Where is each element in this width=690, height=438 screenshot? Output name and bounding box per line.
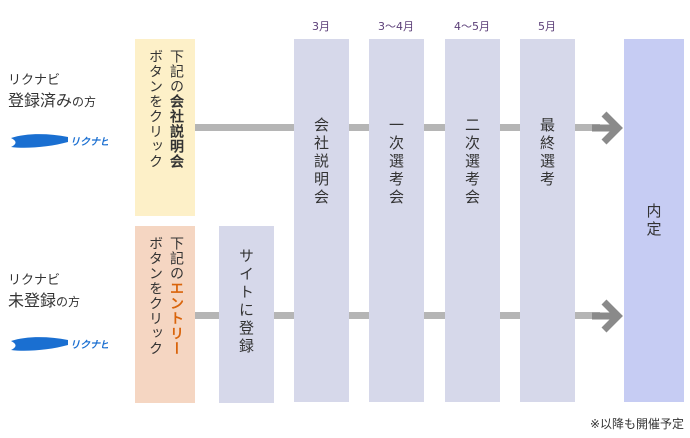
- svg-text:リクナビ: リクナビ: [70, 136, 108, 148]
- step-first-selection: 一次選考会: [369, 39, 424, 402]
- row-label-line1: リクナビ: [8, 273, 61, 288]
- rikunabi-logo: リクナビ: [11, 134, 108, 148]
- month-label: 3月: [312, 20, 330, 33]
- footnote: ※以降も開催予定: [589, 417, 684, 431]
- arrow-right-icon: [592, 299, 623, 333]
- instruction-highlight: エントリー: [168, 281, 184, 356]
- month-label: 5月: [538, 20, 556, 33]
- step-label: 最終選考: [538, 117, 556, 189]
- rikunabi-logo: リクナビ: [11, 337, 108, 351]
- row-label-main: 未登録の方: [8, 291, 81, 310]
- instruction-text: 下記のエントリーボタンをクリック: [147, 236, 184, 356]
- step-job-offer: 内定: [624, 39, 684, 402]
- instruction-text: 下記の会社説明会ボタンをクリック: [147, 49, 184, 169]
- step-label: 会社説明会: [312, 117, 330, 207]
- row-label-unregistered: リクナビ 未登録の方: [8, 272, 80, 313]
- row-label-line1: リクナビ: [8, 73, 61, 88]
- instruction-box-entry[interactable]: 下記のエントリーボタンをクリック: [135, 226, 195, 403]
- step-second-selection: 二次選考会: [445, 39, 500, 402]
- month-label: 3〜4月: [378, 20, 414, 33]
- step-label: サイトに登録: [237, 248, 255, 356]
- instruction-box-seminar[interactable]: 下記の会社説明会ボタンをクリック: [135, 39, 195, 216]
- row-label-registered: リクナビ 登録済みの方: [8, 72, 96, 113]
- step-site-register: サイトに登録: [219, 226, 274, 403]
- arrow-right-icon: [592, 111, 623, 145]
- step-final-selection: 最終選考: [520, 39, 575, 402]
- row-label-main: 登録済みの方: [8, 91, 97, 110]
- step-label: 一次選考会: [387, 117, 405, 207]
- month-label: 4〜5月: [454, 20, 490, 33]
- instruction-highlight: 会社説明会: [168, 94, 184, 169]
- svg-text:リクナビ: リクナビ: [70, 339, 108, 351]
- step-label: 内定: [644, 202, 663, 239]
- step-label: 二次選考会: [463, 117, 481, 207]
- step-company-seminar: 会社説明会: [294, 39, 349, 402]
